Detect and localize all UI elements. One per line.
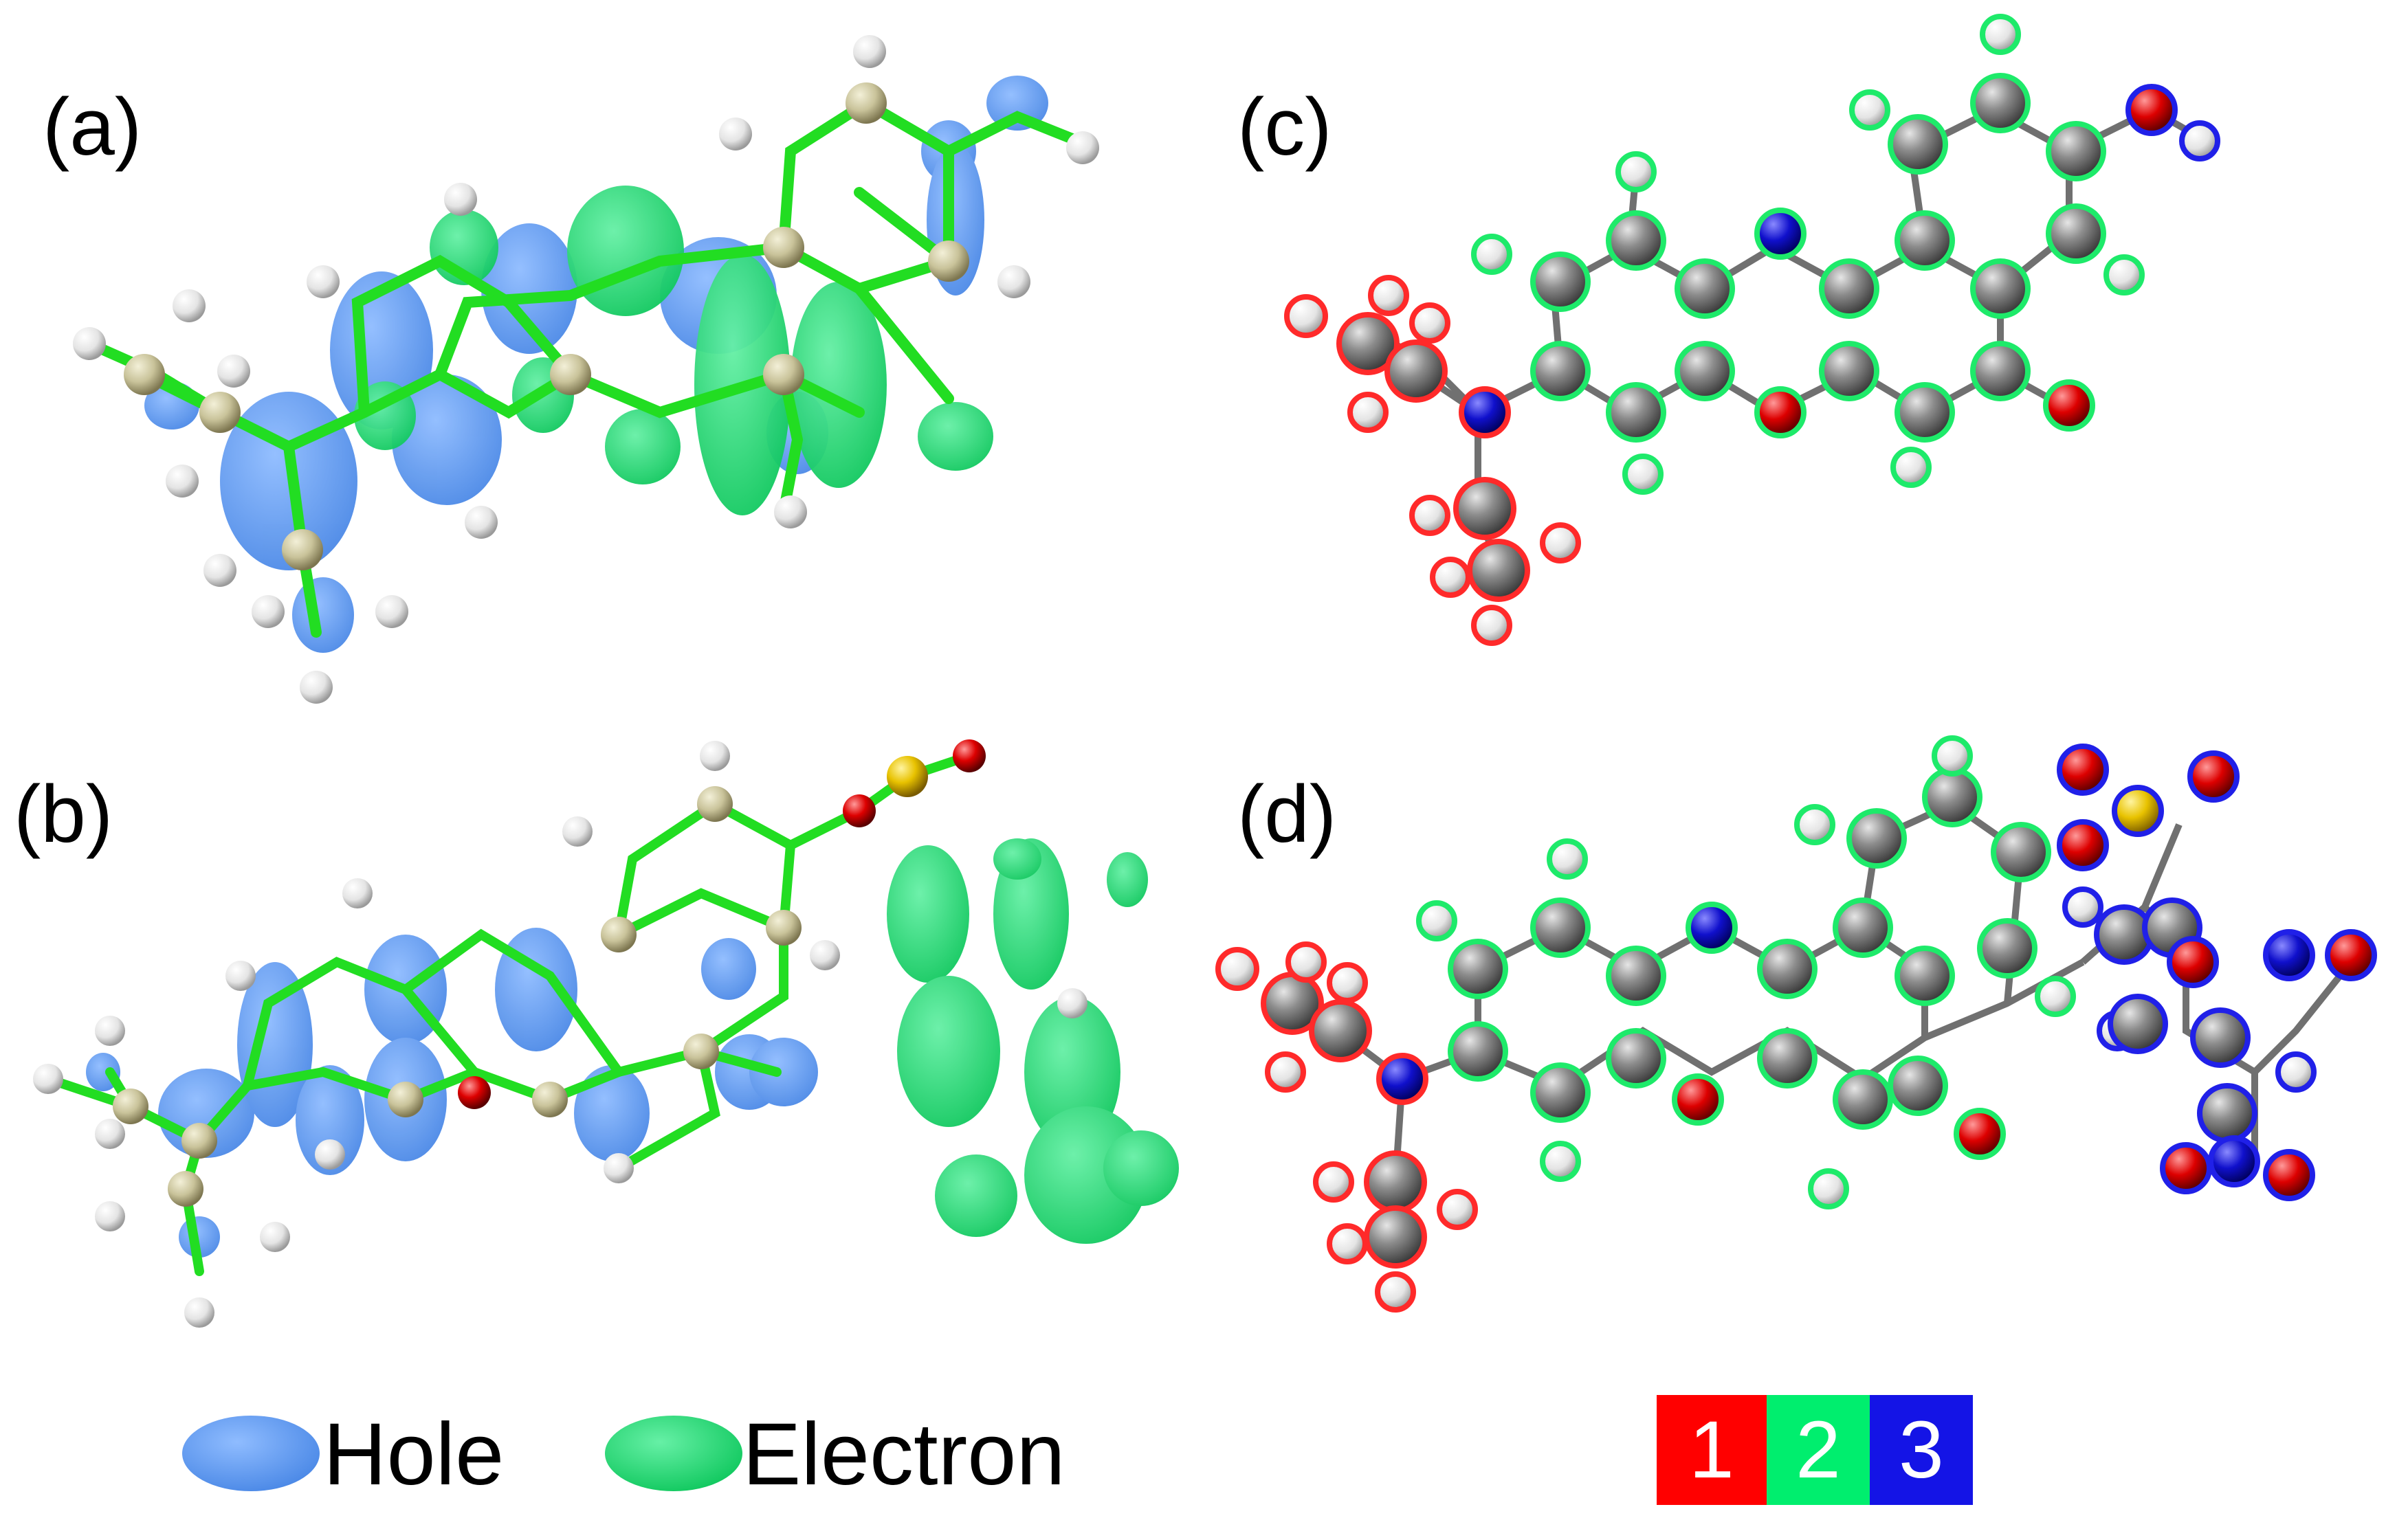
electron-legend-swatch (605, 1416, 742, 1491)
hole-legend-label: Hole (323, 1405, 504, 1504)
fragment-3-swatch (1870, 1395, 1973, 1505)
panel-c-nitrogen-amine (1459, 386, 1511, 438)
panel-c-fragment-1-atoms (1284, 275, 1581, 646)
panel-d-fragment-3-atoms (2057, 744, 2377, 1201)
panel-b-hydrogens (33, 741, 1087, 1328)
panel-d-fragment-2-atoms (1416, 735, 2076, 1209)
panel-c-fragment-2-atoms (1471, 14, 2145, 495)
fragment-3-label: 3 (1899, 1405, 1944, 1495)
electron-isosurfaces-b (887, 838, 1179, 1244)
fragment-1-label: 1 (1689, 1405, 1734, 1495)
panel-a-hydrogens (73, 35, 1099, 704)
fragment-legend: 1 2 3 (1657, 1395, 1973, 1505)
fragment-1-swatch (1657, 1395, 1767, 1505)
panel-a-heavy-atoms (124, 82, 969, 570)
panel-d-nitrogen-amine (1376, 1053, 1428, 1105)
hole-electron-legend: Hole Electron (182, 1405, 1065, 1504)
panel-b-molecule (33, 739, 1179, 1328)
panel-d-molecule (1215, 735, 2377, 1313)
panel-d-heteroatoms-fragment-2 (1672, 902, 2006, 1160)
panel-label-b: (b) (14, 769, 113, 860)
panel-label-a: (a) (43, 82, 142, 172)
panel-b-heavy-atoms (113, 739, 986, 1207)
panel-c-molecule (1284, 14, 2220, 646)
panel-a-molecule (73, 35, 1099, 704)
panel-label-c: (c) (1237, 82, 1332, 172)
electron-legend-label: Electron (742, 1405, 1065, 1504)
hole-legend-swatch (182, 1416, 320, 1491)
panel-label-d: (d) (1237, 769, 1336, 860)
hole-isosurfaces (144, 76, 1048, 653)
panel-c-heteroatoms (1754, 84, 2220, 438)
panel-d-fragment-1-atoms (1215, 941, 1478, 1313)
fragment-2-swatch (1767, 1395, 1870, 1505)
fragment-2-label: 2 (1796, 1405, 1841, 1495)
